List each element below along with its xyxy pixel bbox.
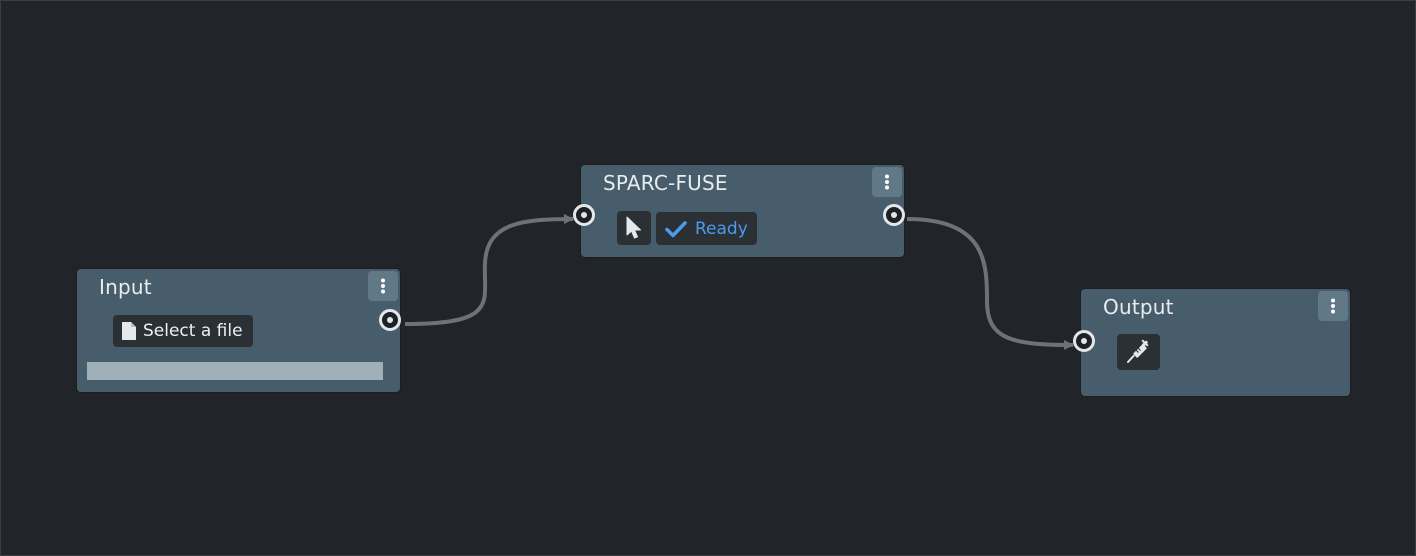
checkmark-icon xyxy=(665,220,687,237)
edge-input-to-sparc-fuse[interactable] xyxy=(404,214,574,326)
sparc-fuse-input-port[interactable] xyxy=(573,204,595,226)
node-title: SPARC-FUSE xyxy=(603,171,728,195)
kebab-vertical-icon xyxy=(885,174,889,190)
upload-progress-fill xyxy=(87,362,383,380)
output-tool-button[interactable] xyxy=(1117,334,1160,370)
status-label: Ready xyxy=(695,218,748,239)
cursor-arrow-icon xyxy=(626,216,641,239)
kebab-vertical-icon xyxy=(381,278,385,294)
output-input-port[interactable] xyxy=(1073,330,1095,352)
syringe-icon xyxy=(1126,339,1149,363)
output-node[interactable]: Output xyxy=(1081,289,1350,396)
input-output-port[interactable] xyxy=(379,309,401,331)
node-title: Input xyxy=(99,275,152,299)
select-file-button[interactable]: Select a file xyxy=(113,315,253,347)
select-mode-button[interactable] xyxy=(617,211,651,245)
select-file-label: Select a file xyxy=(143,321,243,341)
input-node[interactable]: Input Select a file xyxy=(77,269,400,392)
status-badge: Ready xyxy=(656,212,757,245)
edge-sparc-fuse-to-output[interactable] xyxy=(906,217,1074,350)
upload-progress-bar xyxy=(87,362,383,380)
input-node-menu-button[interactable] xyxy=(368,271,398,301)
sparc-fuse-output-port[interactable] xyxy=(883,204,905,226)
node-title: Output xyxy=(1103,295,1174,319)
document-icon xyxy=(122,322,136,340)
output-node-menu-button[interactable] xyxy=(1318,291,1348,321)
sparc-fuse-node[interactable]: SPARC-FUSE Ready xyxy=(581,165,904,257)
kebab-vertical-icon xyxy=(1331,298,1335,314)
sparc-fuse-node-menu-button[interactable] xyxy=(872,167,902,197)
